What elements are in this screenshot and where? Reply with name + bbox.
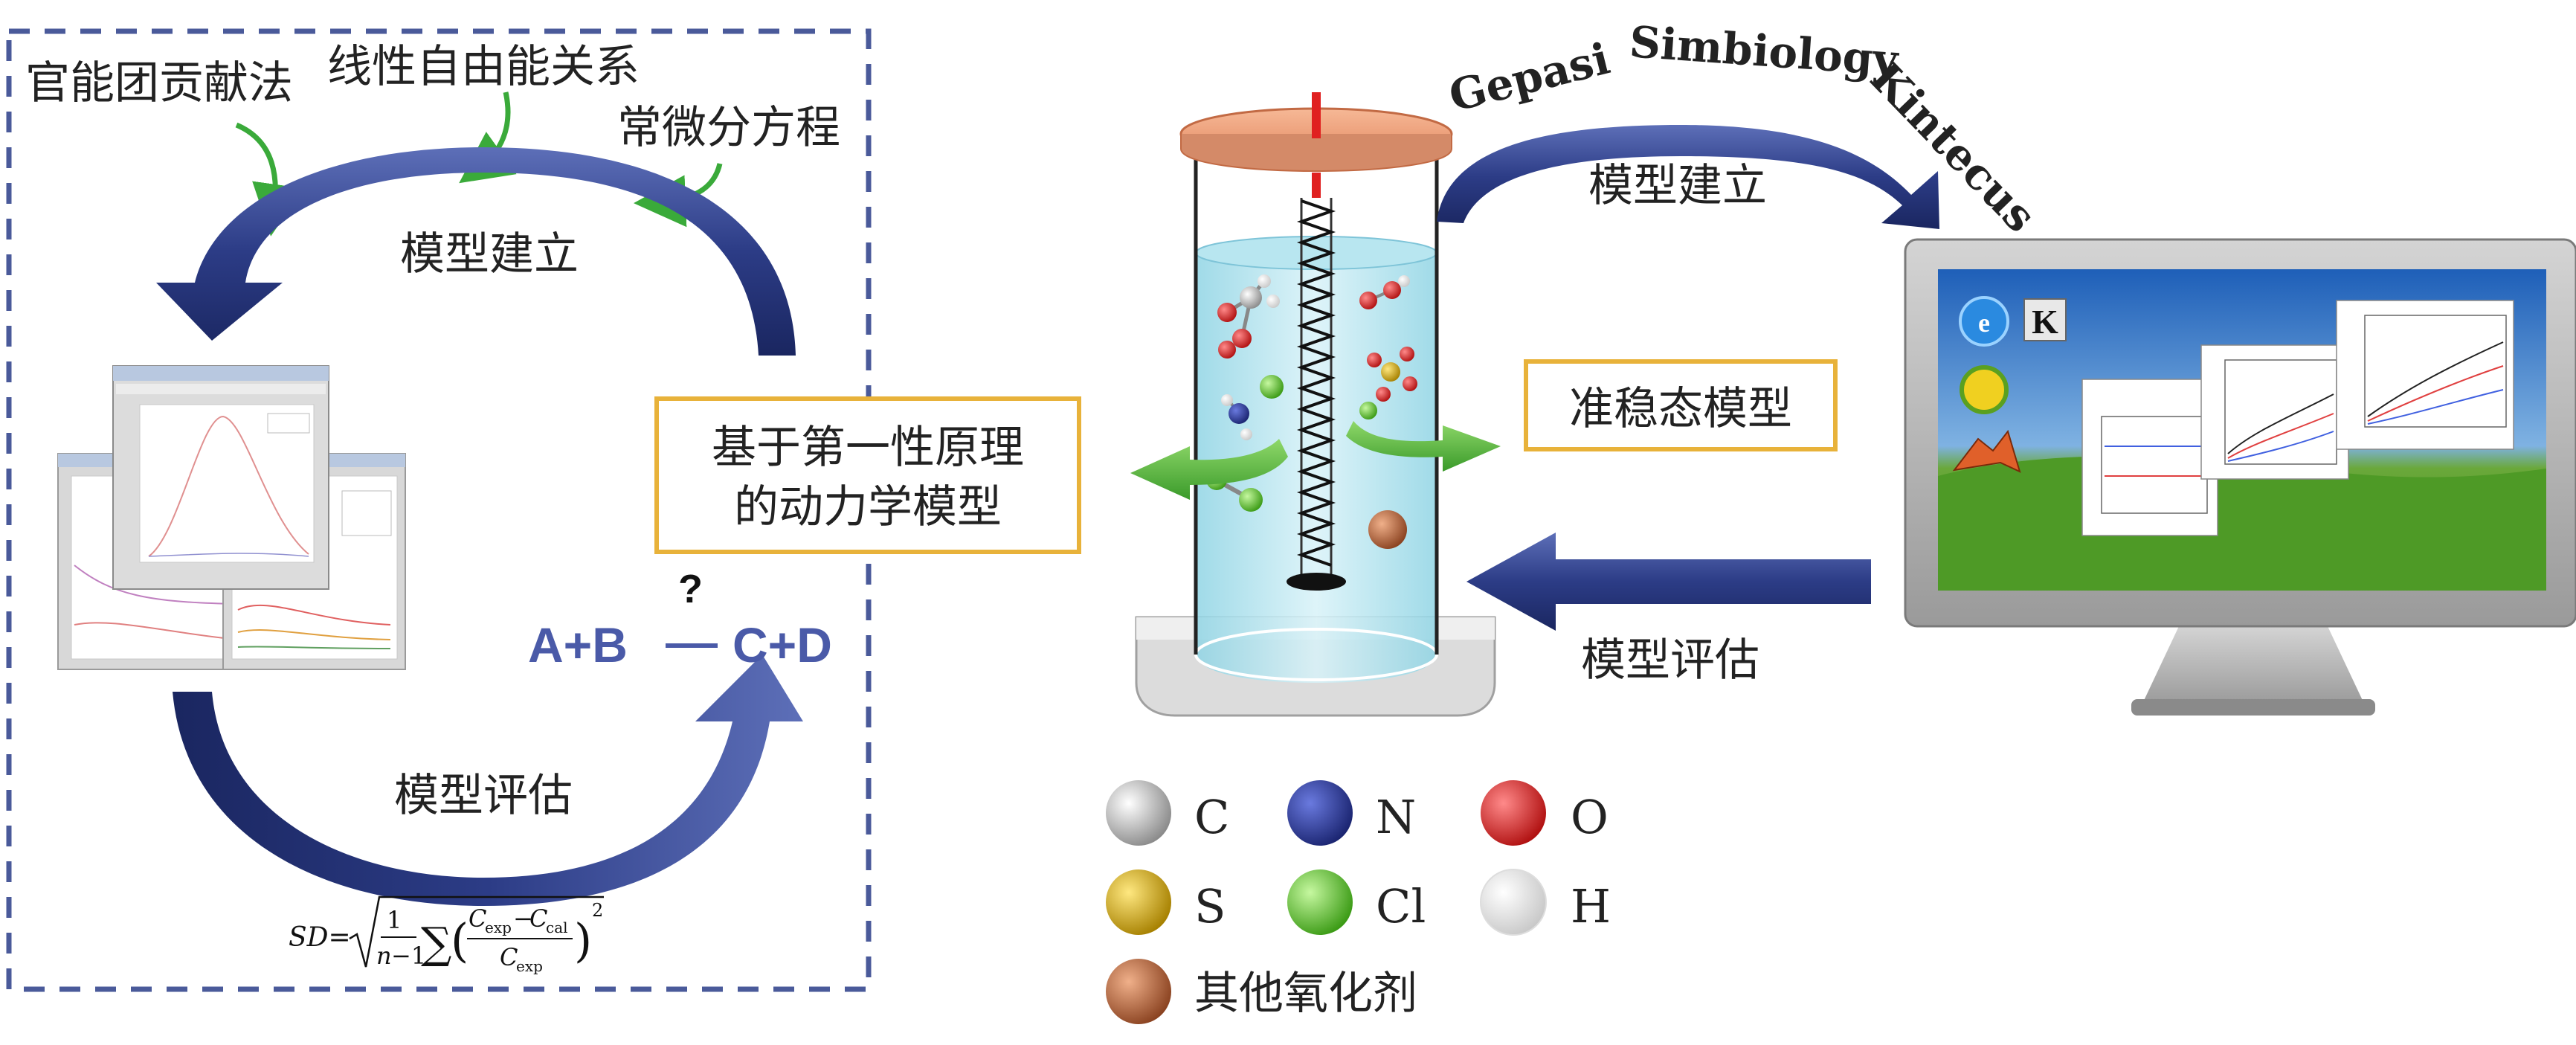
molecule-sulfate <box>1359 347 1417 419</box>
molecule-acetic <box>1217 274 1280 358</box>
stirrer-coil <box>1296 199 1336 567</box>
formula-lparen: ( <box>451 913 468 968</box>
reaction-question: ? <box>678 567 703 611</box>
quasi-steady-label: 准稳态模型 <box>1569 383 1792 435</box>
window-front <box>112 365 329 590</box>
atom-legend: C N O S Cl H 其他氧化剂 <box>1106 780 1611 1024</box>
model-box-line-2: 的动力学模型 <box>734 481 1002 533</box>
legend-ball-o <box>1481 780 1546 846</box>
svg-text:e: e <box>1978 308 1990 338</box>
formula-lhs: SD= <box>289 922 351 953</box>
k-app-label: K <box>2032 303 2058 341</box>
formula-radical <box>349 896 604 968</box>
legend-label-s: S <box>1194 879 1226 933</box>
molecule-amine <box>1221 375 1284 440</box>
ie-app-icon[interactable] <box>1959 296 2009 347</box>
legend-label-oxidant: 其他氧化剂 <box>1194 968 1417 1020</box>
formula-c2: C <box>529 904 547 933</box>
reaction-lhs: A+B <box>528 617 628 672</box>
evaluate-label: 模型评估 <box>1581 634 1759 687</box>
top-build-label: 模型建立 <box>1588 160 1767 212</box>
top-cycle-arrow-icon <box>156 147 796 356</box>
reaction-rhs: C+D <box>732 617 832 672</box>
simulation-windows <box>57 365 406 670</box>
k-app-icon[interactable] <box>2023 298 2067 341</box>
legend-ball-s <box>1106 869 1171 935</box>
top-cycle-label: 模型建立 <box>400 228 579 280</box>
bottom-cycle-label: 模型评估 <box>394 770 573 822</box>
model-box-line-1: 基于第一性原理 <box>712 422 1024 474</box>
legend-label-n: N <box>1376 790 1416 844</box>
legend-ball-cl <box>1287 869 1353 935</box>
oxidant-ball <box>1368 510 1407 549</box>
screen-plot-2 <box>2200 344 2349 480</box>
screen-plot-3 <box>2336 300 2514 450</box>
quasi-steady-model-box <box>1524 359 1838 451</box>
left-rotation-arrow-icon <box>1130 439 1288 500</box>
bottom-cycle-arrow-icon <box>173 655 803 906</box>
formula-square: 2 <box>592 900 603 921</box>
formula-n: n <box>376 942 392 970</box>
software-gepasi: Gepasi <box>1444 33 1614 122</box>
software-simbiology: Simbiology <box>1628 16 1902 86</box>
computer-monitor: e K <box>1904 238 2576 716</box>
formula-dash: − <box>513 904 533 933</box>
formula-one: 1 <box>387 906 402 934</box>
formula-exp2: exp <box>516 957 543 975</box>
method-group-contribution: 官能团贡献法 <box>25 57 293 109</box>
legend-ball-n <box>1287 780 1353 846</box>
legend-label-c: C <box>1194 790 1229 844</box>
formula-c3: C <box>500 943 518 971</box>
stir-bar <box>1287 573 1346 591</box>
legend-ball-oxidant <box>1106 959 1171 1024</box>
monitor-stand <box>2142 626 2365 705</box>
legend-ball-h <box>1480 869 1547 936</box>
top-build-arrow-icon <box>1437 125 1939 229</box>
method-ode: 常微分方程 <box>617 102 840 154</box>
sd-formula: SD= 1 n −1 ∑ ( C exp − C cal C exp ) 2 <box>289 896 604 975</box>
molecule-hocl <box>1359 275 1410 309</box>
formula-c1: C <box>468 904 486 933</box>
legend-label-cl: Cl <box>1376 879 1426 933</box>
first-principles-model-box <box>654 396 1081 554</box>
legend-label-o: O <box>1571 790 1609 844</box>
software-kintecus: Kintecus <box>1861 52 2046 242</box>
reactor-vessel <box>1130 92 1501 717</box>
matlab-app-icon[interactable] <box>1952 429 2021 473</box>
formula-cal: cal <box>546 919 568 936</box>
formula-exp1: exp <box>485 919 512 936</box>
legend-ball-c <box>1106 780 1171 846</box>
screen-plot-1 <box>2081 379 2218 536</box>
formula-minus1: −1 <box>391 942 426 970</box>
legend-label-h: H <box>1571 879 1611 933</box>
reaction-equation: A+B ? C+D <box>528 567 832 672</box>
gepasi-app-icon[interactable] <box>1960 365 2009 414</box>
right-rotation-arrow-icon <box>1346 421 1501 472</box>
method-lfer: 线性自由能关系 <box>327 41 640 93</box>
formula-sum: ∑ <box>421 918 451 968</box>
evaluate-arrow-icon <box>1466 533 1871 631</box>
formula-rparen: ) <box>574 913 592 968</box>
